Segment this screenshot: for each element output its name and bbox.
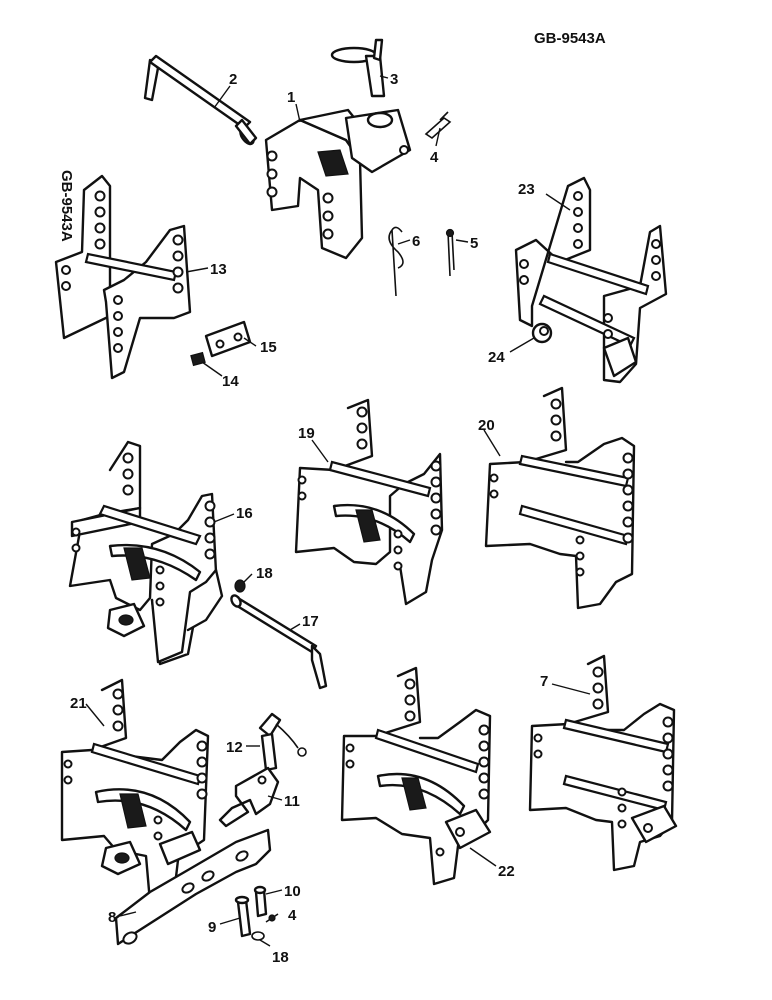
part-17-long-pin: [230, 594, 328, 690]
part-16-hitch-frame: [68, 440, 224, 666]
part-3-pin: [330, 38, 386, 98]
part-2-pin: [143, 54, 258, 146]
callout-24: 24: [488, 349, 505, 366]
part-12-pin-chain: [258, 712, 307, 772]
callout-23: 23: [518, 181, 535, 198]
callout-7: 7: [540, 673, 548, 690]
part-9-pin: [234, 895, 252, 938]
part-8-drawbar: [114, 828, 272, 946]
part-7-hitch-frame: [528, 654, 678, 872]
part-18-nut-upper: [234, 579, 246, 593]
part-4-clip: [424, 111, 452, 140]
part-15-plate: [204, 320, 252, 358]
callout-6: 6: [412, 233, 420, 250]
callout-10: 10: [284, 883, 301, 900]
callout-21: 21: [70, 695, 87, 712]
callout-22: 22: [498, 863, 515, 880]
part-22-hitch-frame: [340, 666, 492, 886]
callout-9: 9: [208, 919, 216, 936]
callout-2: 2: [229, 71, 237, 88]
callout-16: 16: [236, 505, 253, 522]
callout-20: 20: [478, 417, 495, 434]
part-23-bracket: [514, 176, 668, 384]
callout-14: 14: [222, 373, 239, 390]
part-13-bracket: [54, 174, 192, 380]
callout-17: 17: [302, 613, 319, 630]
part-5-linch-pin: [445, 228, 455, 277]
part-21-hitch-frame: [60, 678, 210, 904]
part-18-nut-lower: [251, 931, 265, 941]
drawing-code-side: GB-9543A: [58, 170, 75, 242]
callout-18-lower: 18: [272, 949, 289, 966]
leader-lines: [85, 75, 591, 947]
callout-12: 12: [226, 739, 243, 756]
callout-numbers: 1 2 3 4 5 6 7 8 9 10 4 11 12 13 14 15 16…: [70, 71, 548, 966]
part-6-spring-pin: [388, 226, 404, 297]
callout-5: 5: [470, 235, 478, 252]
part-14-nut: [190, 351, 206, 367]
part-11-bracket: [218, 766, 280, 828]
callout-4-lower: 4: [288, 907, 297, 924]
callout-13: 13: [210, 261, 227, 278]
callout-4-upper: 4: [430, 149, 439, 166]
callout-8: 8: [108, 909, 116, 926]
callout-18-upper: 18: [256, 565, 273, 582]
part-1-bracket: [264, 108, 412, 260]
callout-19: 19: [298, 425, 315, 442]
part-24-bushing: [531, 322, 553, 344]
callout-15: 15: [260, 339, 277, 356]
callout-3: 3: [390, 71, 398, 88]
part-20-hitch-frame: [484, 386, 636, 610]
callout-11: 11: [284, 793, 300, 810]
part-10-bolt: [253, 885, 268, 918]
drawing-code-top: GB-9543A: [534, 30, 606, 47]
part-19-hitch-frame: [294, 398, 444, 606]
callout-1: 1: [287, 89, 295, 106]
part-4-clip-lower: [265, 913, 279, 923]
